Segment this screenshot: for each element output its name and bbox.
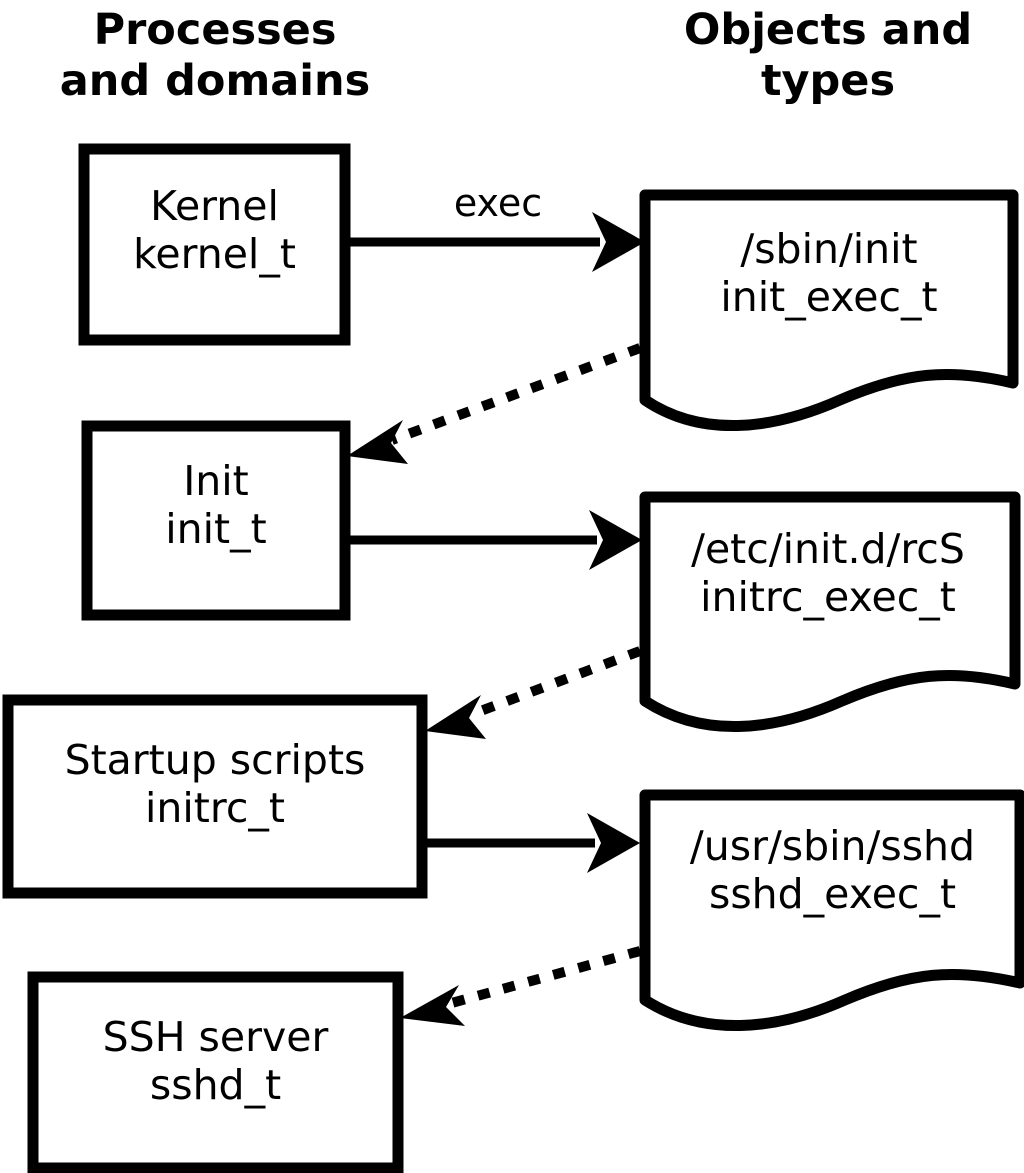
edge-sshd-exec-transition-sshd xyxy=(400,946,642,1026)
edge-initrc-exec-sshd-exec xyxy=(422,813,640,873)
object-doc-init-exec[interactable] xyxy=(639,189,1019,432)
process-box-init[interactable] xyxy=(81,420,351,621)
edge-label-exec: exec xyxy=(453,181,543,225)
object-doc-initrc-exec[interactable] xyxy=(639,491,1021,733)
edge-init-exec-transition-init xyxy=(347,343,642,464)
process-box-kernel[interactable] xyxy=(78,143,351,346)
edge-initrc-exec-transition-initrc xyxy=(425,646,642,739)
process-box-ssh-server[interactable] xyxy=(27,971,404,1173)
edge-kernel-exec-init-exec xyxy=(345,212,645,272)
object-doc-sshd-exec[interactable] xyxy=(639,789,1024,1032)
process-box-startup-scripts[interactable] xyxy=(2,694,428,899)
edge-init-exec-initrc-exec xyxy=(345,510,642,570)
column-header-processes-and-domains: Processes and domains xyxy=(59,5,371,106)
column-header-objects-and-types: Objects and types xyxy=(683,5,973,106)
